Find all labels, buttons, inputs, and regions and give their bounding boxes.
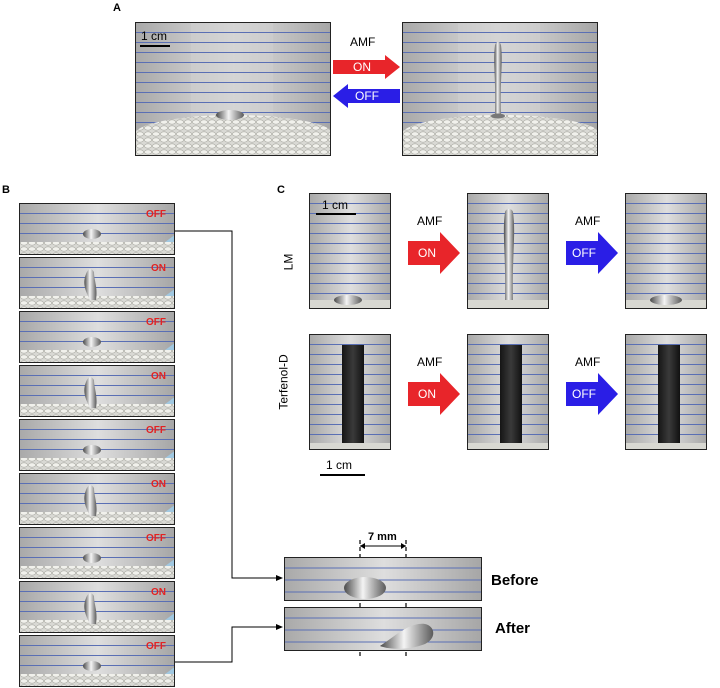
off-arrow-c-1-label: OFF	[572, 246, 596, 260]
amf-label-c-2: AMF	[575, 214, 601, 228]
panel-letter-a: A	[113, 2, 121, 14]
amf-label-c-1: AMF	[417, 214, 443, 228]
off-arrow-a-label: OFF	[355, 89, 379, 103]
sequence-state-label: ON	[151, 587, 166, 598]
amf-label-a: AMF	[350, 35, 376, 49]
sequence-state-label: OFF	[146, 533, 166, 544]
off-arrow-c-1: OFF	[566, 232, 618, 274]
sequence-frame: ON	[19, 581, 175, 633]
photo-before	[284, 557, 482, 601]
sequence-state-label: OFF	[146, 317, 166, 328]
row-label-lm: LM	[281, 253, 296, 271]
sequence-state-label: ON	[151, 263, 166, 274]
scale-label-c-bottom: 1 cm	[326, 458, 353, 472]
scale-label-c-top: 1 cm	[322, 198, 349, 212]
photo-c-tfd-before	[309, 334, 391, 450]
photo-c-lm-before: 1 cm	[309, 193, 391, 309]
off-arrow-a: OFF	[333, 84, 400, 108]
sequence-frame: OFF	[19, 419, 175, 471]
scale-bar-c-bottom	[320, 474, 365, 476]
panel-letter-b: B	[2, 184, 10, 196]
sequence-state-label: OFF	[146, 641, 166, 652]
on-arrow-a-label: ON	[353, 60, 371, 74]
scale-bar-a	[140, 45, 170, 47]
scale-label-a: 1 cm	[141, 29, 168, 43]
sequence-frame: ON	[19, 473, 175, 525]
after-label: After	[495, 620, 531, 637]
on-arrow-c-1: ON	[408, 232, 460, 274]
sequence-frame: ON	[19, 365, 175, 417]
on-arrow-a: ON	[333, 55, 400, 79]
off-arrow-c-2: OFF	[566, 373, 618, 415]
off-arrow-c-2-label: OFF	[572, 387, 596, 401]
sequence-state-label: OFF	[146, 209, 166, 220]
sequence-frame: OFF	[19, 527, 175, 579]
photo-c-lm-on	[467, 193, 549, 309]
on-arrow-c-2: ON	[408, 373, 460, 415]
before-label: Before	[491, 572, 539, 589]
sequence-state-label: ON	[151, 479, 166, 490]
sequence-frame: OFF	[19, 635, 175, 687]
amf-label-c-4: AMF	[575, 355, 601, 369]
photo-c-lm-after	[625, 193, 707, 309]
amf-label-c-3: AMF	[417, 355, 443, 369]
photo-a-off: 1 cm	[135, 22, 331, 156]
panel-letter-c: C	[277, 184, 285, 196]
photo-a-on	[402, 22, 598, 156]
sequence-frame: OFF	[19, 311, 175, 363]
row-label-terfenol: Terfenol-D	[276, 354, 291, 410]
photo-after	[284, 607, 482, 651]
on-arrow-c-1-label: ON	[418, 246, 436, 260]
sequence-state-label: OFF	[146, 425, 166, 436]
distance-label: 7 mm	[368, 531, 397, 543]
photo-c-tfd-after	[625, 334, 707, 450]
sequence-state-label: ON	[151, 371, 166, 382]
scale-bar-c-top	[316, 213, 356, 215]
photo-c-tfd-on	[467, 334, 549, 450]
sequence-frame: ON	[19, 257, 175, 309]
on-arrow-c-2-label: ON	[418, 387, 436, 401]
sequence-strip: OFF ON OFF ON OFF ON OFF ON OFF	[19, 203, 175, 687]
sequence-frame: OFF	[19, 203, 175, 255]
